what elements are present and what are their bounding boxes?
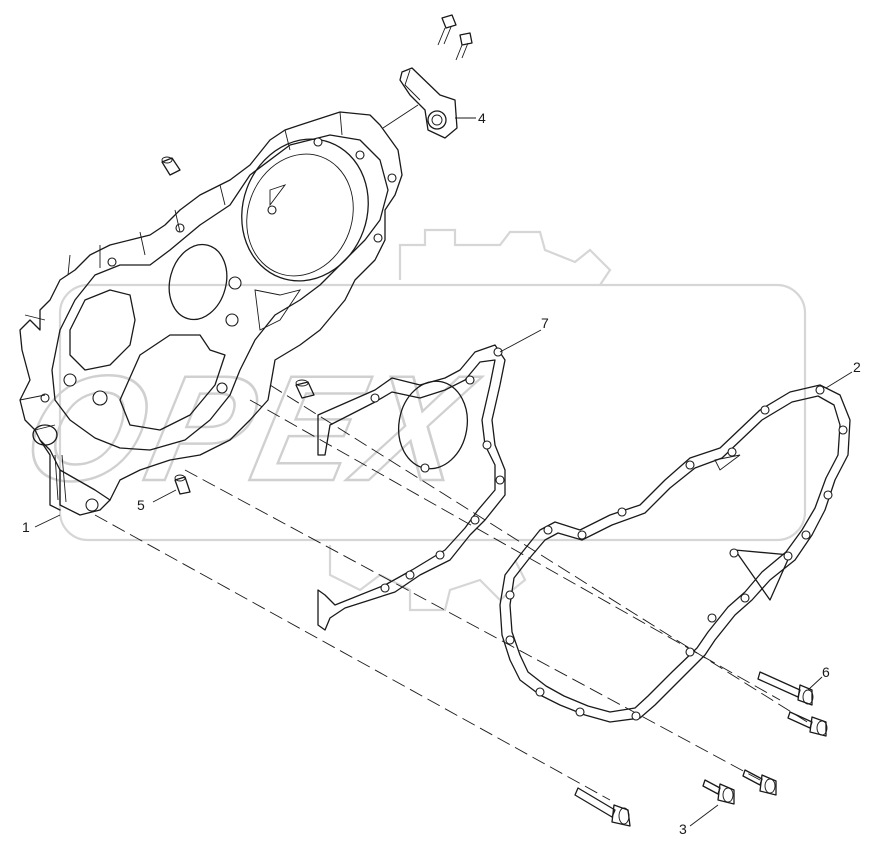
bracket-bolt [437,14,457,46]
dowel-pins [161,156,315,495]
bracket-bolt [455,32,473,61]
timing-cover-housing [19,111,403,516]
dowel-pin [295,379,315,399]
bolt [574,787,631,827]
bolt [757,671,814,706]
callout-4: 4 [478,110,486,126]
dowel-pin [161,156,181,176]
bolt [742,769,777,796]
bolt [702,779,735,805]
callout-6: 6 [822,664,830,680]
dowel-pin [174,474,191,495]
gasket-outer [499,384,851,723]
gasket-inner [317,344,506,631]
callout-7: 7 [541,315,549,331]
callout-1: 1 [22,519,30,535]
callout-labels: 1 2 3 4 5 6 7 [22,110,861,837]
callout-3: 3 [679,821,687,837]
watermark-text: OPEX [11,346,489,513]
watermark-logo: OPEX [10,228,807,612]
bolt [787,711,828,737]
callout-5: 5 [137,497,145,513]
bolts-3 [574,769,777,827]
bracket-assembly [382,14,473,139]
callout-2: 2 [853,359,861,375]
leader-lines [34,117,853,827]
